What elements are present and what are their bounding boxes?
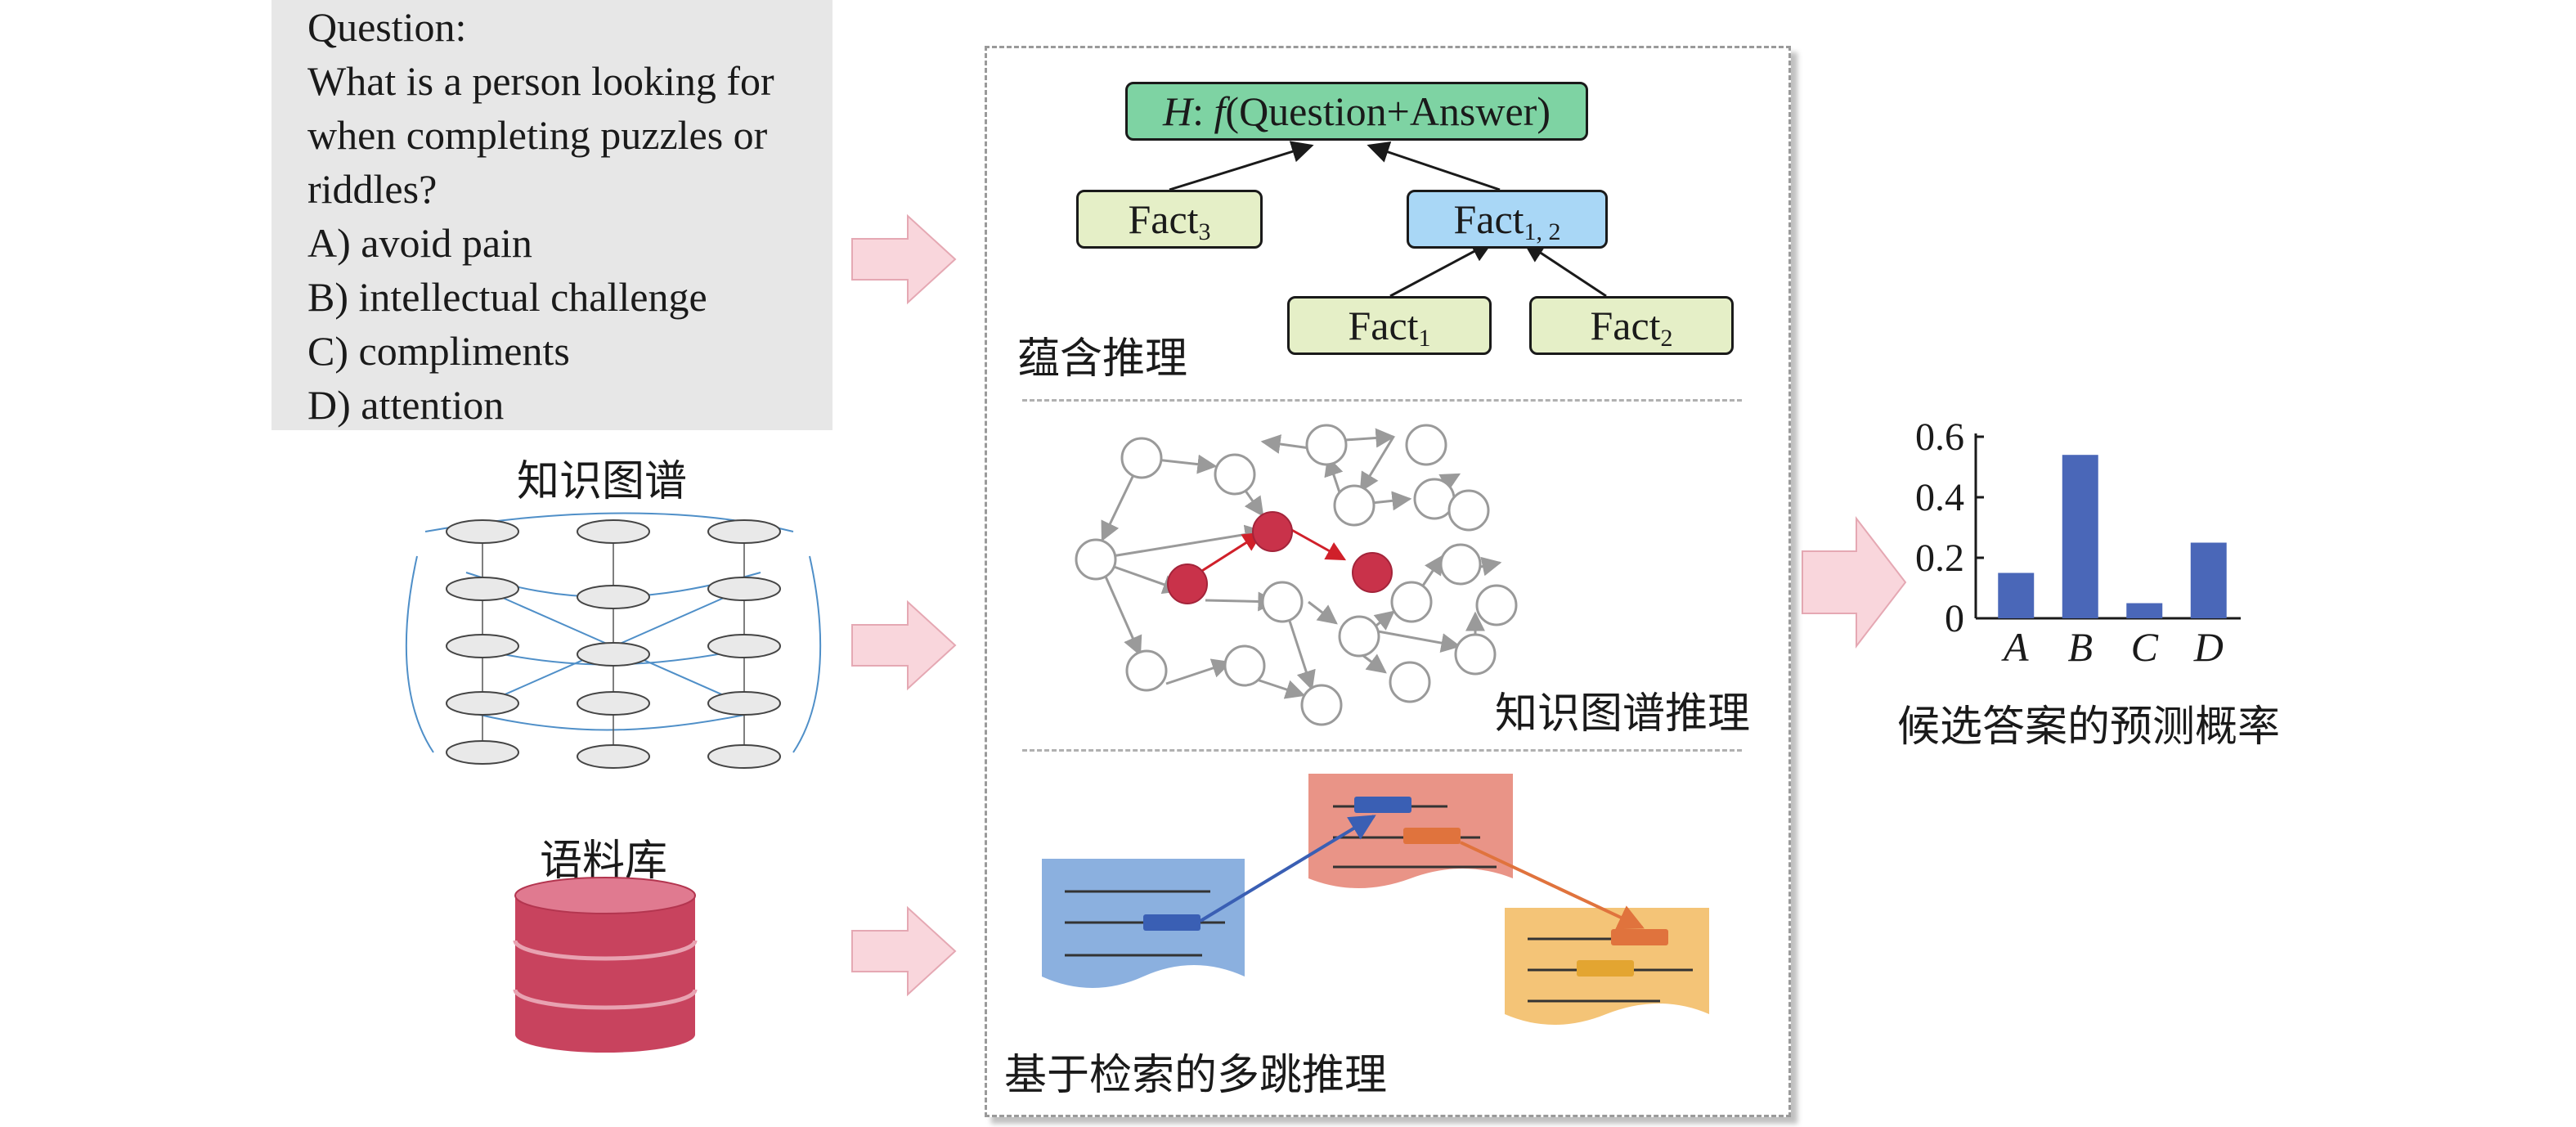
kg-reasoning-graph <box>1075 424 1518 726</box>
y-tick-label: 0.2 <box>1915 537 1964 580</box>
y-tick-label: 0.6 <box>1915 415 1964 459</box>
knowledge-graph-thumbnail <box>405 512 822 769</box>
kg-thumb-node <box>446 634 519 658</box>
retrieval-documents <box>1042 774 1709 1025</box>
question-text-line: riddles? <box>307 166 438 212</box>
kg-highlight-node <box>1252 511 1293 552</box>
kg-node <box>1214 453 1256 496</box>
kg-node <box>1120 437 1163 479</box>
kg-thumb-node <box>707 577 781 601</box>
question-heading: Question: <box>307 4 467 50</box>
bar <box>2190 542 2227 618</box>
kg-node <box>1447 489 1490 532</box>
retrieval-label: 基于检索的多跳推理 <box>1004 1051 1388 1100</box>
kg-thumb-node <box>446 577 519 601</box>
knowledge-graph-label: 知识图谱 <box>517 457 688 506</box>
option-b: B) intellectual challenge <box>307 274 707 320</box>
bar <box>2062 455 2098 618</box>
kg-node <box>1261 581 1304 623</box>
x-tick-label: C <box>2131 624 2159 670</box>
fact-subscript: 2 <box>1660 325 1673 352</box>
kg-thumb-node <box>707 519 781 544</box>
corpus-arrow-icon <box>851 905 957 997</box>
kg-thumb-node <box>446 519 519 544</box>
hypothesis-text: (Question+Answer) <box>1225 88 1551 134</box>
evidence-highlight <box>1403 828 1461 844</box>
fact-subscript: 3 <box>1198 218 1211 245</box>
result-caption: 候选答案的预测概率 <box>1897 703 2281 752</box>
fact-label: Fact <box>1453 196 1524 242</box>
option-a: A) avoid pain <box>307 220 532 266</box>
kg-node <box>1475 584 1518 626</box>
kg-thumb-node <box>446 740 519 765</box>
kg-node <box>1305 424 1348 466</box>
x-tick-label: D <box>2193 624 2224 670</box>
evidence-highlight <box>1354 797 1411 813</box>
fact-subscript: 1, 2 <box>1524 218 1561 245</box>
question-text-line: What is a person looking for <box>307 58 774 104</box>
fact-subscript: 1 <box>1418 325 1431 352</box>
kg-thumb-node <box>707 691 781 716</box>
kg-node <box>1300 684 1343 726</box>
option-d: D) attention <box>307 382 505 428</box>
fact-label: Fact <box>1590 303 1661 348</box>
fact12-box: Fact1, 2 <box>1407 190 1608 249</box>
kg-node <box>1125 649 1168 692</box>
bar <box>2126 603 2163 618</box>
y-tick-label: 0 <box>1945 597 1964 640</box>
fact1-box: Fact1 <box>1287 296 1492 355</box>
kg-node <box>1333 484 1376 527</box>
kg-arrow-icon <box>851 599 957 691</box>
x-tick-label: B <box>2067 624 2093 670</box>
fact2-box: Fact2 <box>1529 296 1734 355</box>
kg-node <box>1439 543 1482 586</box>
y-tick-label: 0.4 <box>1915 476 1964 519</box>
kg-thumb-node <box>577 585 650 609</box>
fact3-box: Fact3 <box>1076 190 1263 249</box>
kg-node <box>1390 581 1433 623</box>
kg-highlight-node <box>1167 564 1208 604</box>
section-divider <box>1022 749 1742 752</box>
kg-thumb-node <box>577 744 650 769</box>
entailment-label: 蕴含推理 <box>1017 335 1188 384</box>
kg-reasoning-label: 知识图谱推理 <box>1495 689 1751 739</box>
question-box: Question: What is a person looking for w… <box>272 0 832 430</box>
evidence-highlight <box>1577 960 1634 977</box>
kg-thumb-node <box>577 691 650 716</box>
kg-node <box>1405 424 1447 466</box>
kg-highlight-node <box>1352 552 1393 593</box>
output-arrow-icon <box>1802 516 1907 649</box>
input-arrow-icon <box>851 213 957 305</box>
fact-label: Fact <box>1128 196 1199 242</box>
kg-node <box>1389 661 1431 703</box>
option-c: C) compliments <box>307 328 570 374</box>
kg-thumb-node <box>446 691 519 716</box>
hypothesis-symbol: H <box>1163 88 1193 134</box>
kg-thumb-node <box>707 634 781 658</box>
kg-thumb-node <box>577 519 650 544</box>
kg-node <box>1223 644 1266 687</box>
entailment-arrows <box>1169 141 1607 298</box>
kg-thumb-node <box>707 744 781 769</box>
kg-thumb-node <box>577 642 650 667</box>
hypothesis-function: f <box>1214 88 1226 134</box>
evidence-highlight <box>1611 929 1668 945</box>
question-text-line: when completing puzzles or <box>307 112 768 158</box>
kg-node <box>1338 615 1380 658</box>
fact-label: Fact <box>1348 303 1419 348</box>
kg-node <box>1075 538 1117 581</box>
database-icon <box>513 877 698 1053</box>
kg-node <box>1454 633 1497 676</box>
x-tick-label: A <box>2001 624 2029 670</box>
hypothesis-box: H: f(Question+Answer) <box>1125 82 1588 141</box>
section-divider <box>1022 399 1742 402</box>
evidence-highlight <box>1143 914 1200 931</box>
bar <box>1998 572 2035 618</box>
